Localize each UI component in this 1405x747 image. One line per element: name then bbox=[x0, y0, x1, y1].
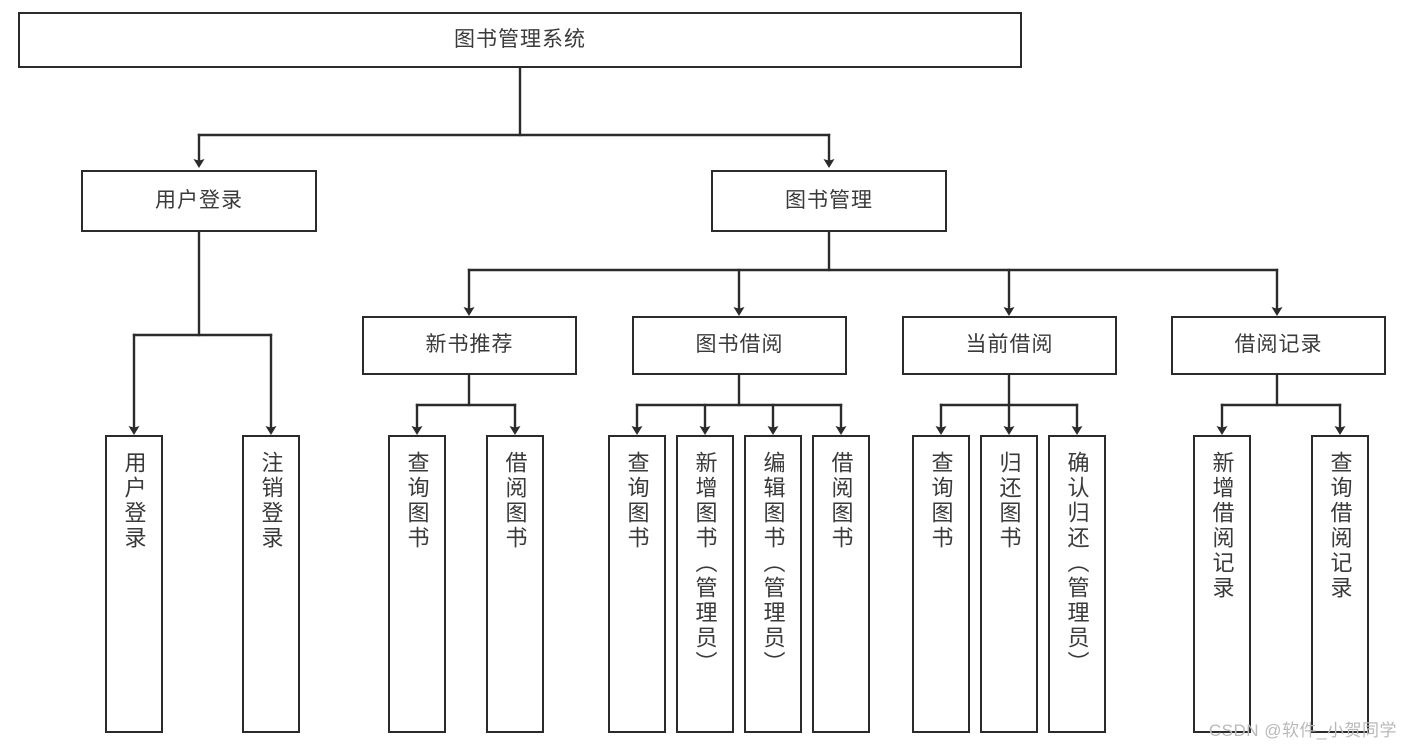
node-book-manage[interactable]: 图书管理 bbox=[711, 170, 947, 232]
node-leaf-borrow-book-1[interactable]: 借阅图书 bbox=[486, 435, 544, 733]
node-leaf-edit-book-label: 编辑图书（管理员） bbox=[760, 451, 786, 676]
node-leaf-query-book-2[interactable]: 查询图书 bbox=[608, 435, 666, 733]
node-leaf-query-record-label: 查询借阅记录 bbox=[1327, 451, 1353, 601]
node-borrow-record[interactable]: 借阅记录 bbox=[1171, 316, 1386, 375]
node-leaf-return-book-label: 归还图书 bbox=[996, 451, 1022, 551]
node-root-label: 图书管理系统 bbox=[454, 27, 586, 51]
csdn-watermark: CSDN @软件_小贺同学 bbox=[1208, 721, 1397, 740]
node-leaf-logout[interactable]: 注销登录 bbox=[242, 435, 300, 733]
node-leaf-borrow-book-2[interactable]: 借阅图书 bbox=[812, 435, 870, 733]
node-leaf-edit-book[interactable]: 编辑图书（管理员） bbox=[744, 435, 802, 733]
node-leaf-confirm-return-label: 确认归还（管理员） bbox=[1064, 451, 1090, 676]
node-leaf-add-record[interactable]: 新增借阅记录 bbox=[1193, 435, 1251, 733]
node-book-manage-label: 图书管理 bbox=[785, 188, 873, 212]
node-leaf-return-book[interactable]: 归还图书 bbox=[980, 435, 1038, 733]
node-leaf-query-record[interactable]: 查询借阅记录 bbox=[1311, 435, 1369, 733]
node-leaf-user-login[interactable]: 用户登录 bbox=[105, 435, 163, 733]
node-leaf-add-book[interactable]: 新增图书（管理员） bbox=[676, 435, 734, 733]
node-leaf-add-book-label: 新增图书（管理员） bbox=[692, 451, 718, 676]
node-leaf-query-book-3-label: 查询图书 bbox=[928, 451, 954, 551]
node-root[interactable]: 图书管理系统 bbox=[18, 12, 1022, 68]
node-book-borrow[interactable]: 图书借阅 bbox=[632, 316, 847, 375]
node-leaf-query-book-1-label: 查询图书 bbox=[404, 451, 430, 551]
node-leaf-confirm-return[interactable]: 确认归还（管理员） bbox=[1048, 435, 1106, 733]
node-leaf-add-record-label: 新增借阅记录 bbox=[1209, 451, 1235, 601]
node-leaf-logout-label: 注销登录 bbox=[258, 451, 284, 551]
node-new-book-rec-label: 新书推荐 bbox=[425, 333, 514, 357]
node-new-book-rec[interactable]: 新书推荐 bbox=[362, 316, 577, 375]
node-leaf-user-login-label: 用户登录 bbox=[121, 451, 147, 551]
node-leaf-query-book-1[interactable]: 查询图书 bbox=[388, 435, 446, 733]
node-leaf-query-book-3[interactable]: 查询图书 bbox=[912, 435, 970, 733]
node-user-login-label: 用户登录 bbox=[155, 188, 243, 212]
node-user-login[interactable]: 用户登录 bbox=[81, 170, 317, 232]
node-book-borrow-label: 图书借阅 bbox=[695, 333, 784, 357]
node-leaf-borrow-book-1-label: 借阅图书 bbox=[502, 451, 528, 551]
node-current-borrow[interactable]: 当前借阅 bbox=[902, 316, 1117, 375]
node-current-borrow-label: 当前借阅 bbox=[965, 333, 1054, 357]
node-borrow-record-label: 借阅记录 bbox=[1234, 333, 1323, 357]
node-leaf-borrow-book-2-label: 借阅图书 bbox=[828, 451, 854, 551]
node-leaf-query-book-2-label: 查询图书 bbox=[624, 451, 650, 551]
